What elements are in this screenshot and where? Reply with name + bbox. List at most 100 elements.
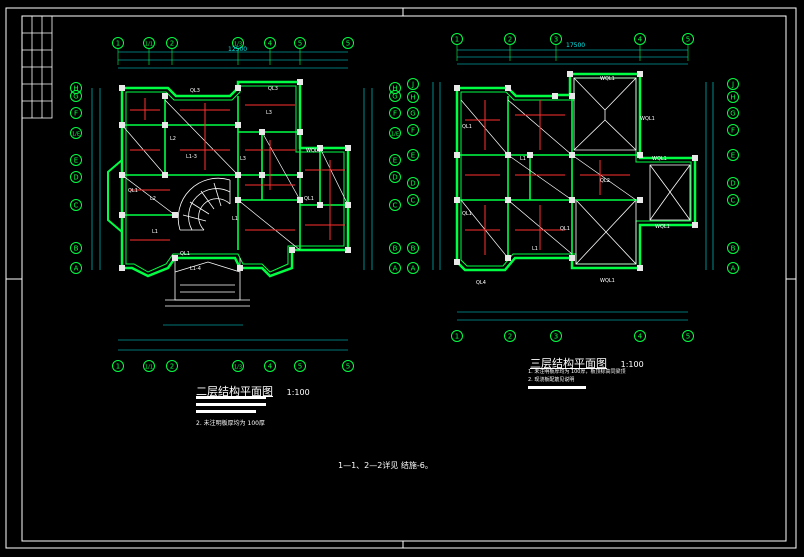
- centering-ticks: [6, 8, 796, 548]
- beam-tag: L1: [232, 216, 238, 222]
- exterior-wall-inner: [125, 85, 345, 273]
- svg-text:C: C: [731, 197, 736, 205]
- structural-column: [297, 79, 303, 85]
- structural-column: [637, 197, 643, 203]
- structural-column: [297, 172, 303, 178]
- left-dimensions: [432, 82, 441, 270]
- svg-text:2: 2: [508, 333, 512, 341]
- spiral-stair: [177, 177, 231, 231]
- structural-column: [637, 152, 643, 158]
- axis-bubble-left: A: [407, 262, 419, 274]
- floor2-underline-bars: [196, 396, 266, 413]
- axis-bubble-bottom: 1: [112, 360, 124, 372]
- svg-text:G: G: [410, 110, 415, 118]
- beam-tag: QL1: [180, 251, 190, 257]
- structural-column: [569, 93, 575, 99]
- structural-column: [569, 152, 575, 158]
- structural-column: [289, 247, 295, 253]
- floor3-title: 三层结构平面图: [530, 357, 607, 370]
- axis-bubble-bottom: 5: [682, 330, 694, 342]
- structural-column: [172, 212, 178, 218]
- svg-text:E: E: [411, 152, 415, 160]
- beam-tag: QL4: [476, 280, 486, 286]
- structural-column: [454, 259, 460, 265]
- svg-text:A: A: [411, 265, 416, 273]
- structural-column: [569, 197, 575, 203]
- svg-text:D: D: [410, 180, 415, 188]
- svg-text:2: 2: [508, 36, 512, 44]
- beam-tag: WQL1: [306, 148, 321, 154]
- structural-column: [259, 172, 265, 178]
- structural-column: [692, 222, 698, 228]
- axis-bubble-bottom: 1/1: [143, 360, 155, 372]
- svg-text:1/3: 1/3: [234, 42, 242, 48]
- section-reference-note: 1—1、2—2详见 结施-6。: [338, 461, 433, 470]
- svg-text:H: H: [730, 94, 735, 102]
- floor3-underline-bar: [528, 386, 586, 389]
- svg-text:5: 5: [346, 363, 350, 371]
- axis-bubble-top: 5: [682, 33, 694, 45]
- beam-tag: L1-3: [186, 154, 197, 160]
- right-dimensions: [363, 88, 373, 270]
- svg-text:1: 1: [455, 36, 459, 44]
- svg-text:1/3: 1/3: [234, 365, 242, 371]
- svg-text:D: D: [730, 180, 735, 188]
- axis-bubble-bottom: 4: [264, 360, 276, 372]
- beam-tag: QL1: [304, 196, 314, 202]
- svg-text:1/E: 1/E: [391, 132, 399, 138]
- structural-column: [162, 93, 168, 99]
- axis-bubble-top: 4: [634, 33, 646, 45]
- beam-tag: QL3: [268, 86, 278, 92]
- axis-bubble-right: B: [727, 242, 739, 254]
- axis-bubble-left: B: [407, 242, 419, 254]
- structural-column: [297, 197, 303, 203]
- floor3-note-1: 1. 未注明板厚均为 100厚，板顶标高同梁顶: [528, 369, 626, 375]
- svg-text:B: B: [411, 245, 416, 253]
- axis-bubble-bottom: 2: [166, 360, 178, 372]
- axis-bubble-right: F: [389, 107, 401, 119]
- structural-column: [345, 247, 351, 253]
- axis-bubble-bottom: 5: [294, 360, 306, 372]
- axis-bubble-right: 1/E: [389, 127, 401, 139]
- structural-column: [172, 255, 178, 261]
- floor3-note-2: 2. 现浇板配筋见说明: [528, 377, 575, 383]
- overall-dimension-floor2: 12500: [228, 46, 248, 53]
- axis-bubble-left: E: [70, 154, 82, 166]
- svg-text:4: 4: [268, 40, 273, 48]
- svg-text:5: 5: [686, 36, 690, 44]
- structural-column: [119, 85, 125, 91]
- structural-column: [297, 129, 303, 135]
- beam-tag: QL1: [128, 188, 138, 194]
- svg-text:3: 3: [554, 333, 558, 341]
- svg-text:J: J: [731, 81, 734, 89]
- axis-bubble-left: A: [70, 262, 82, 274]
- floor2-title-block: 二层结构平面图 1:100: [196, 380, 310, 399]
- svg-text:J: J: [411, 81, 414, 89]
- axis-bubble-top: 2: [504, 33, 516, 45]
- axis-bubble-left: G: [407, 107, 419, 119]
- beam-tag: QL2: [600, 178, 610, 184]
- svg-text:5: 5: [298, 363, 302, 371]
- axis-bubble-left: F: [70, 107, 82, 119]
- exterior-wall-inner: [460, 77, 692, 267]
- svg-text:E: E: [74, 157, 78, 165]
- axis-bubble-top: 5: [294, 37, 306, 49]
- svg-text:1/1: 1/1: [145, 42, 153, 48]
- axis-bubble-left: C: [407, 194, 419, 206]
- svg-text:2: 2: [170, 40, 174, 48]
- axis-bubble-right: H: [727, 91, 739, 103]
- svg-text:F: F: [74, 110, 78, 118]
- axis-bubble-right: C: [727, 194, 739, 206]
- axis-bubble-right: C: [389, 199, 401, 211]
- structural-column: [454, 197, 460, 203]
- axis-bubble-right: E: [727, 149, 739, 161]
- structural-column: [235, 122, 241, 128]
- svg-text:F: F: [411, 127, 415, 135]
- axis-bubble-bottom: 3: [550, 330, 562, 342]
- structural-column: [317, 202, 323, 208]
- axis-bubble-bottom: 1/3: [232, 360, 244, 372]
- axis-bubble-right: F: [727, 124, 739, 136]
- svg-text:H: H: [410, 94, 415, 102]
- svg-text:C: C: [411, 197, 416, 205]
